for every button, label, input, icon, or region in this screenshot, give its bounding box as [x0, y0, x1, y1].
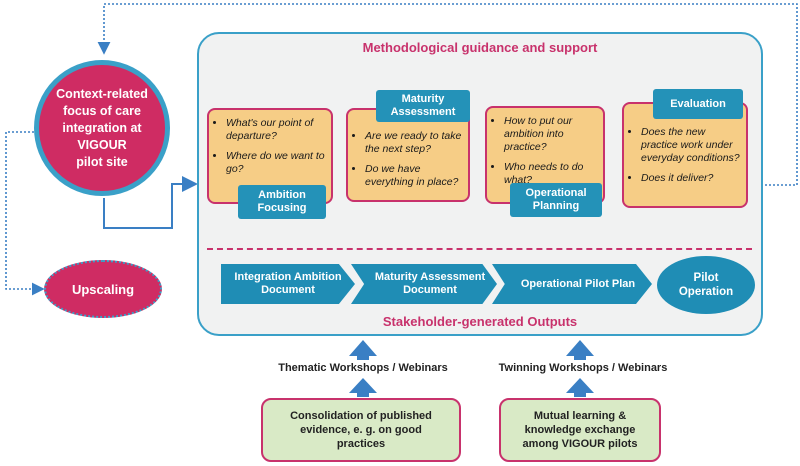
output-integration-ambition-document: Integration Ambition Document: [221, 264, 355, 304]
feedback-loop-line: [97, 3, 798, 186]
phase-question: Does the new practice work under everyda…: [641, 126, 740, 165]
phase-question: How to put our ambition into practice?: [504, 115, 597, 154]
thematic-workshops-label: Thematic Workshops / Webinars: [278, 362, 448, 374]
consolidation-evidence-box: Consolidation of published evidence, e. …: [261, 398, 461, 462]
phase-question: Does it deliver?: [641, 172, 740, 185]
context-to-panel-line: [103, 176, 198, 229]
upscaling-ellipse: Upscaling: [44, 260, 162, 318]
phase-box-maturity: Are we ready to take the next step? Do w…: [346, 108, 470, 202]
tag-maturity-assessment: Maturity Assessment: [376, 90, 470, 122]
context-circle: Context-related focus of care integratio…: [34, 60, 170, 196]
twinning-workshops-label: Twinning Workshops / Webinars: [498, 362, 668, 374]
up-arrow-consolidation: [349, 378, 377, 397]
upscaling-line: [5, 131, 45, 296]
mutual-learning-box: Mutual learning & knowledge exchange amo…: [499, 398, 661, 462]
phase-box-evaluation: Does the new practice work under everyda…: [622, 102, 748, 208]
panel-bottom-title: Stakeholder-generated Outputs: [382, 314, 578, 329]
up-arrow-thematic: [349, 340, 377, 360]
phase-question: Are we ready to take the next step?: [365, 130, 462, 156]
phase-question: Where do we want to go?: [226, 150, 325, 176]
output-maturity-assessment-document: Maturity Assessment Document: [351, 264, 497, 304]
tag-evaluation: Evaluation: [653, 89, 743, 119]
up-arrow-mutual: [566, 378, 594, 397]
output-operational-pilot-plan: Operational Pilot Plan: [492, 264, 652, 304]
pilot-operation-ellipse: Pilot Operation: [657, 256, 755, 314]
dashed-divider: [207, 248, 752, 250]
panel-top-title: Methodological guidance and support: [362, 40, 598, 55]
up-arrow-twinning: [566, 340, 594, 360]
tag-ambition-focusing: Ambition Focusing: [238, 185, 326, 219]
phase-question: Do we have everything in place?: [365, 163, 462, 189]
phase-question: What's our point of departure?: [226, 117, 325, 143]
tag-operational-planning: Operational Planning: [510, 183, 602, 217]
